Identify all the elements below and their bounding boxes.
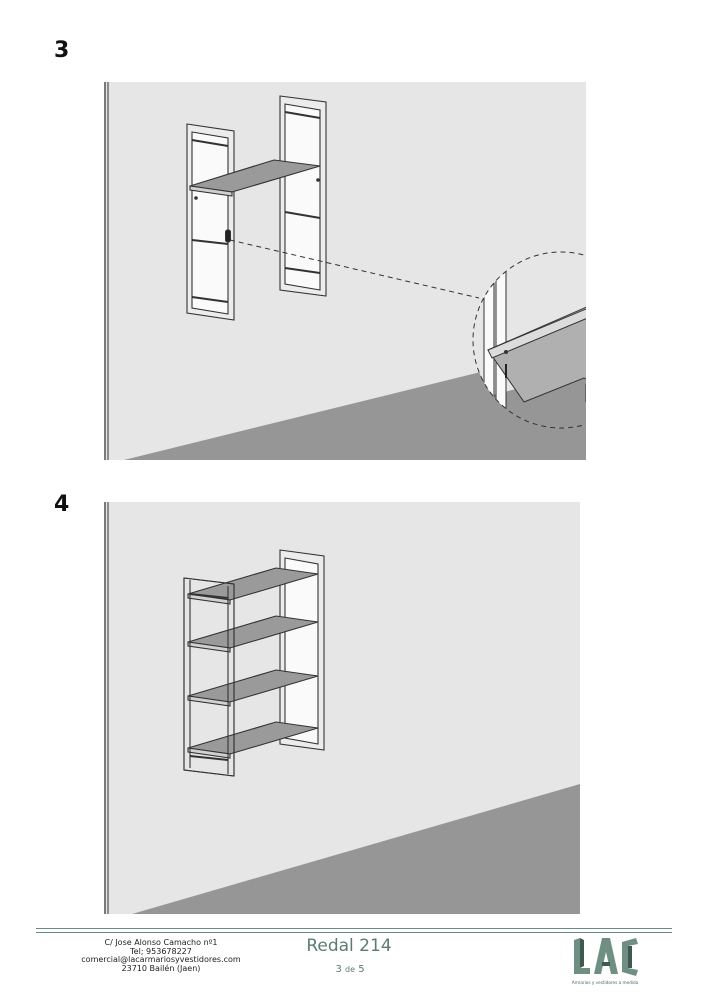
step-4-illustration — [104, 502, 580, 914]
logo-tagline: Armarios y vestidores a medida — [572, 980, 639, 985]
email-line: comercial@lacarmariosyvestidores.com — [81, 955, 241, 965]
step-number-3: 3 — [54, 38, 70, 63]
address-line: C/ Jose Alonso Camacho nº1 — [104, 938, 218, 947]
city-line: 23710 Bailén (Jaen) — [121, 963, 201, 973]
step-number-4: 4 — [54, 492, 70, 517]
footer-divider — [36, 928, 672, 929]
document-title: Redal 214 — [306, 936, 392, 956]
page-total: 5 — [358, 964, 365, 975]
left-side-frame — [186, 123, 235, 321]
page-of-word: de — [345, 965, 355, 974]
page-indicator: 3 de 5 — [320, 964, 380, 975]
floor — [124, 346, 586, 460]
screwdriver — [225, 210, 231, 243]
floor — [132, 784, 580, 914]
shelf — [189, 159, 321, 197]
footer-contact-address: C/ Jose Alonso Camacho nº1 Tel; 95367822… — [56, 938, 266, 973]
step-3-illustration — [104, 82, 586, 460]
page-current: 3 — [335, 964, 342, 975]
assembled-shelving-unit — [183, 549, 325, 777]
lac-logo: Armarios y vestidores a medida — [572, 938, 639, 985]
phone-line: Tel; 953678227 — [130, 946, 192, 956]
right-side-frame — [279, 95, 327, 297]
footer-divider — [36, 932, 672, 933]
